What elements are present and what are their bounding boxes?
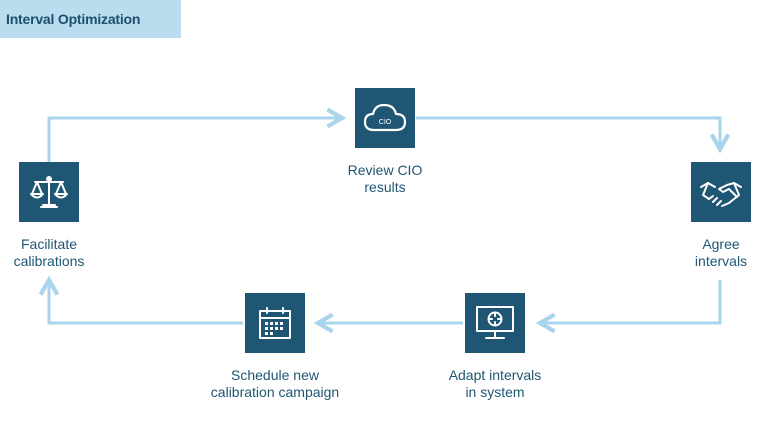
monitor-icon [476, 306, 514, 339]
step-facilitate-box [19, 162, 79, 222]
arrow-review-to-agree [416, 116, 720, 147]
page-title: Interval Optimization [6, 11, 141, 27]
step-facilitate-line2: calibrations [13, 253, 85, 269]
step-facilitate-label: Facilitate calibrations [0, 236, 139, 270]
step-facilitate-line1: Facilitate [20, 236, 78, 252]
step-adapt-box [465, 293, 525, 353]
step-adapt-line1: Adapt intervals [448, 367, 542, 383]
scales-icon [30, 176, 68, 208]
step-review-cio-box: CIO [355, 88, 415, 148]
step-agree-label: Agree intervals [631, 236, 771, 270]
step-review-line2: results [364, 179, 406, 195]
step-adapt-label: Adapt intervals in system [405, 367, 585, 401]
svg-text:CIO: CIO [379, 119, 392, 126]
title-banner: Interval Optimization [0, 0, 181, 38]
step-schedule-box [245, 293, 305, 353]
step-agree-box [691, 162, 751, 222]
arrow-facilitate-to-review [47, 118, 340, 163]
calendar-icon [259, 307, 291, 339]
step-agree-line1: Agree [702, 236, 740, 252]
handshake-icon [700, 182, 742, 207]
step-schedule-line2: calibration campaign [210, 384, 340, 400]
step-schedule-label: Schedule new calibration campaign [185, 367, 365, 401]
step-review-cio-label: Review CIO results [295, 162, 475, 196]
arrow-schedule-to-facilitate [49, 282, 243, 325]
cloud-icon: CIO [363, 103, 407, 132]
step-agree-line2: intervals [694, 253, 748, 269]
step-adapt-line2: in system [465, 384, 525, 400]
step-schedule-line1: Schedule new [231, 367, 319, 383]
step-review-line1: Review CIO [347, 162, 423, 178]
arrow-agree-to-adapt [542, 280, 722, 323]
